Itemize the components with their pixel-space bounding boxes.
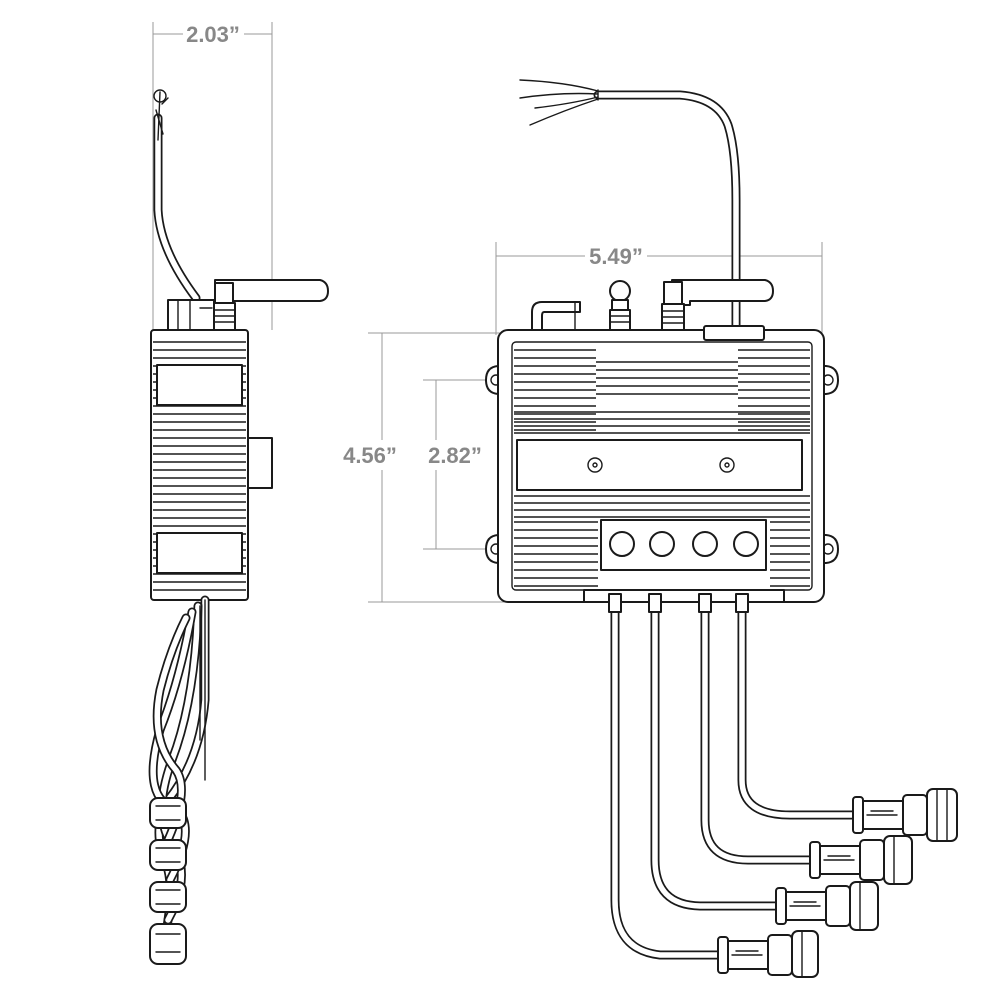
port-2 bbox=[649, 531, 675, 557]
side-connector-4 bbox=[149, 923, 187, 965]
connector-2 bbox=[809, 835, 913, 885]
side-view bbox=[148, 89, 329, 965]
front-housing bbox=[485, 325, 839, 603]
mount-spacing-label: 2.82” bbox=[428, 443, 482, 468]
side-bracket bbox=[167, 299, 215, 331]
front-output-cables bbox=[608, 593, 858, 960]
side-connector-2 bbox=[149, 839, 187, 871]
side-width-label: 2.03” bbox=[186, 22, 240, 47]
side-power-cable bbox=[153, 89, 201, 303]
front-power-cable bbox=[519, 79, 741, 335]
side-antenna bbox=[212, 279, 329, 332]
dimension-labels: 2.03” 5.49” 4.56” 2.82” bbox=[186, 22, 643, 468]
front-post bbox=[609, 280, 631, 333]
front-antenna bbox=[661, 279, 774, 333]
label-plate bbox=[516, 439, 803, 491]
port-3 bbox=[692, 531, 718, 557]
connector-4 bbox=[717, 930, 819, 978]
front-width-label: 5.49” bbox=[589, 244, 643, 269]
side-connectors bbox=[149, 797, 187, 965]
front-connectors bbox=[717, 788, 958, 978]
side-connector-1 bbox=[149, 797, 187, 829]
height-label: 4.56” bbox=[343, 443, 397, 468]
connector-1 bbox=[852, 788, 958, 842]
front-view bbox=[485, 79, 958, 978]
side-connector-3 bbox=[149, 881, 187, 913]
port-1 bbox=[609, 531, 635, 557]
side-housing bbox=[150, 329, 273, 601]
connector-3 bbox=[775, 881, 879, 931]
front-hook bbox=[531, 301, 581, 331]
port-4 bbox=[733, 531, 759, 557]
